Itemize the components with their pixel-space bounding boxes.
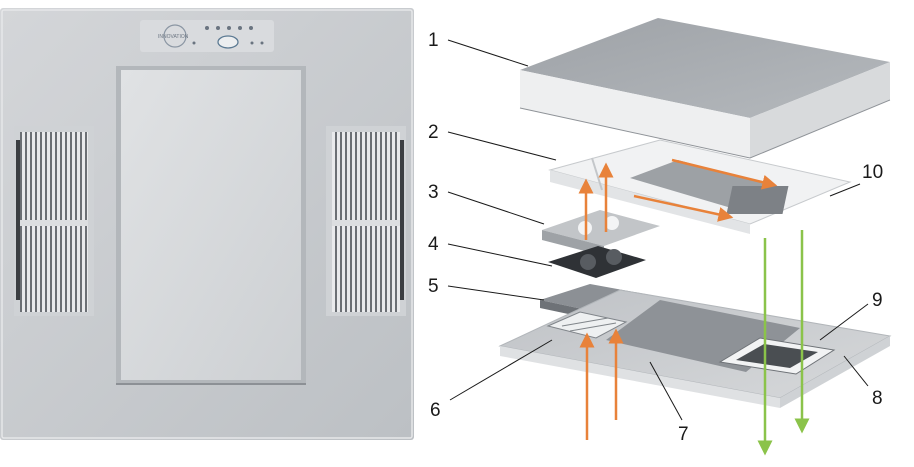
left-air-grille	[14, 126, 94, 316]
control-icons	[205, 26, 253, 30]
exhaust-airflow-arrows	[757, 230, 810, 456]
control-panel: INNOVATION	[140, 20, 274, 52]
callout-7: 7	[678, 424, 689, 445]
intake-airflow-arrows	[578, 158, 778, 440]
callout-3: 3	[428, 182, 439, 203]
callout-leaders	[447, 39, 869, 421]
part-exhaust-grille	[718, 337, 836, 375]
callout-10: 10	[862, 162, 883, 183]
part-exhaust-filter	[726, 186, 789, 214]
part-fan	[548, 246, 646, 278]
callout-6: 6	[430, 400, 441, 421]
exploded-diagram: 1 2 3 4 5 6 7 8 9 10	[428, 18, 892, 456]
part-top-housing	[519, 18, 891, 159]
right-air-grille	[326, 126, 406, 316]
brand-label: INNOVATION	[158, 34, 189, 40]
callout-4: 4	[428, 234, 439, 255]
callout-labels: 1 2 3 4 5 6 7 8 9 10	[428, 30, 883, 445]
callout-5: 5	[428, 276, 439, 297]
callout-9: 9	[872, 290, 883, 311]
callout-1: 1	[428, 30, 439, 51]
callout-8: 8	[872, 388, 883, 409]
callout-2: 2	[428, 122, 439, 143]
product-photo: INNOVATION	[0, 8, 414, 440]
part-duct-tray	[548, 139, 852, 234]
power-button[interactable]	[217, 35, 239, 49]
